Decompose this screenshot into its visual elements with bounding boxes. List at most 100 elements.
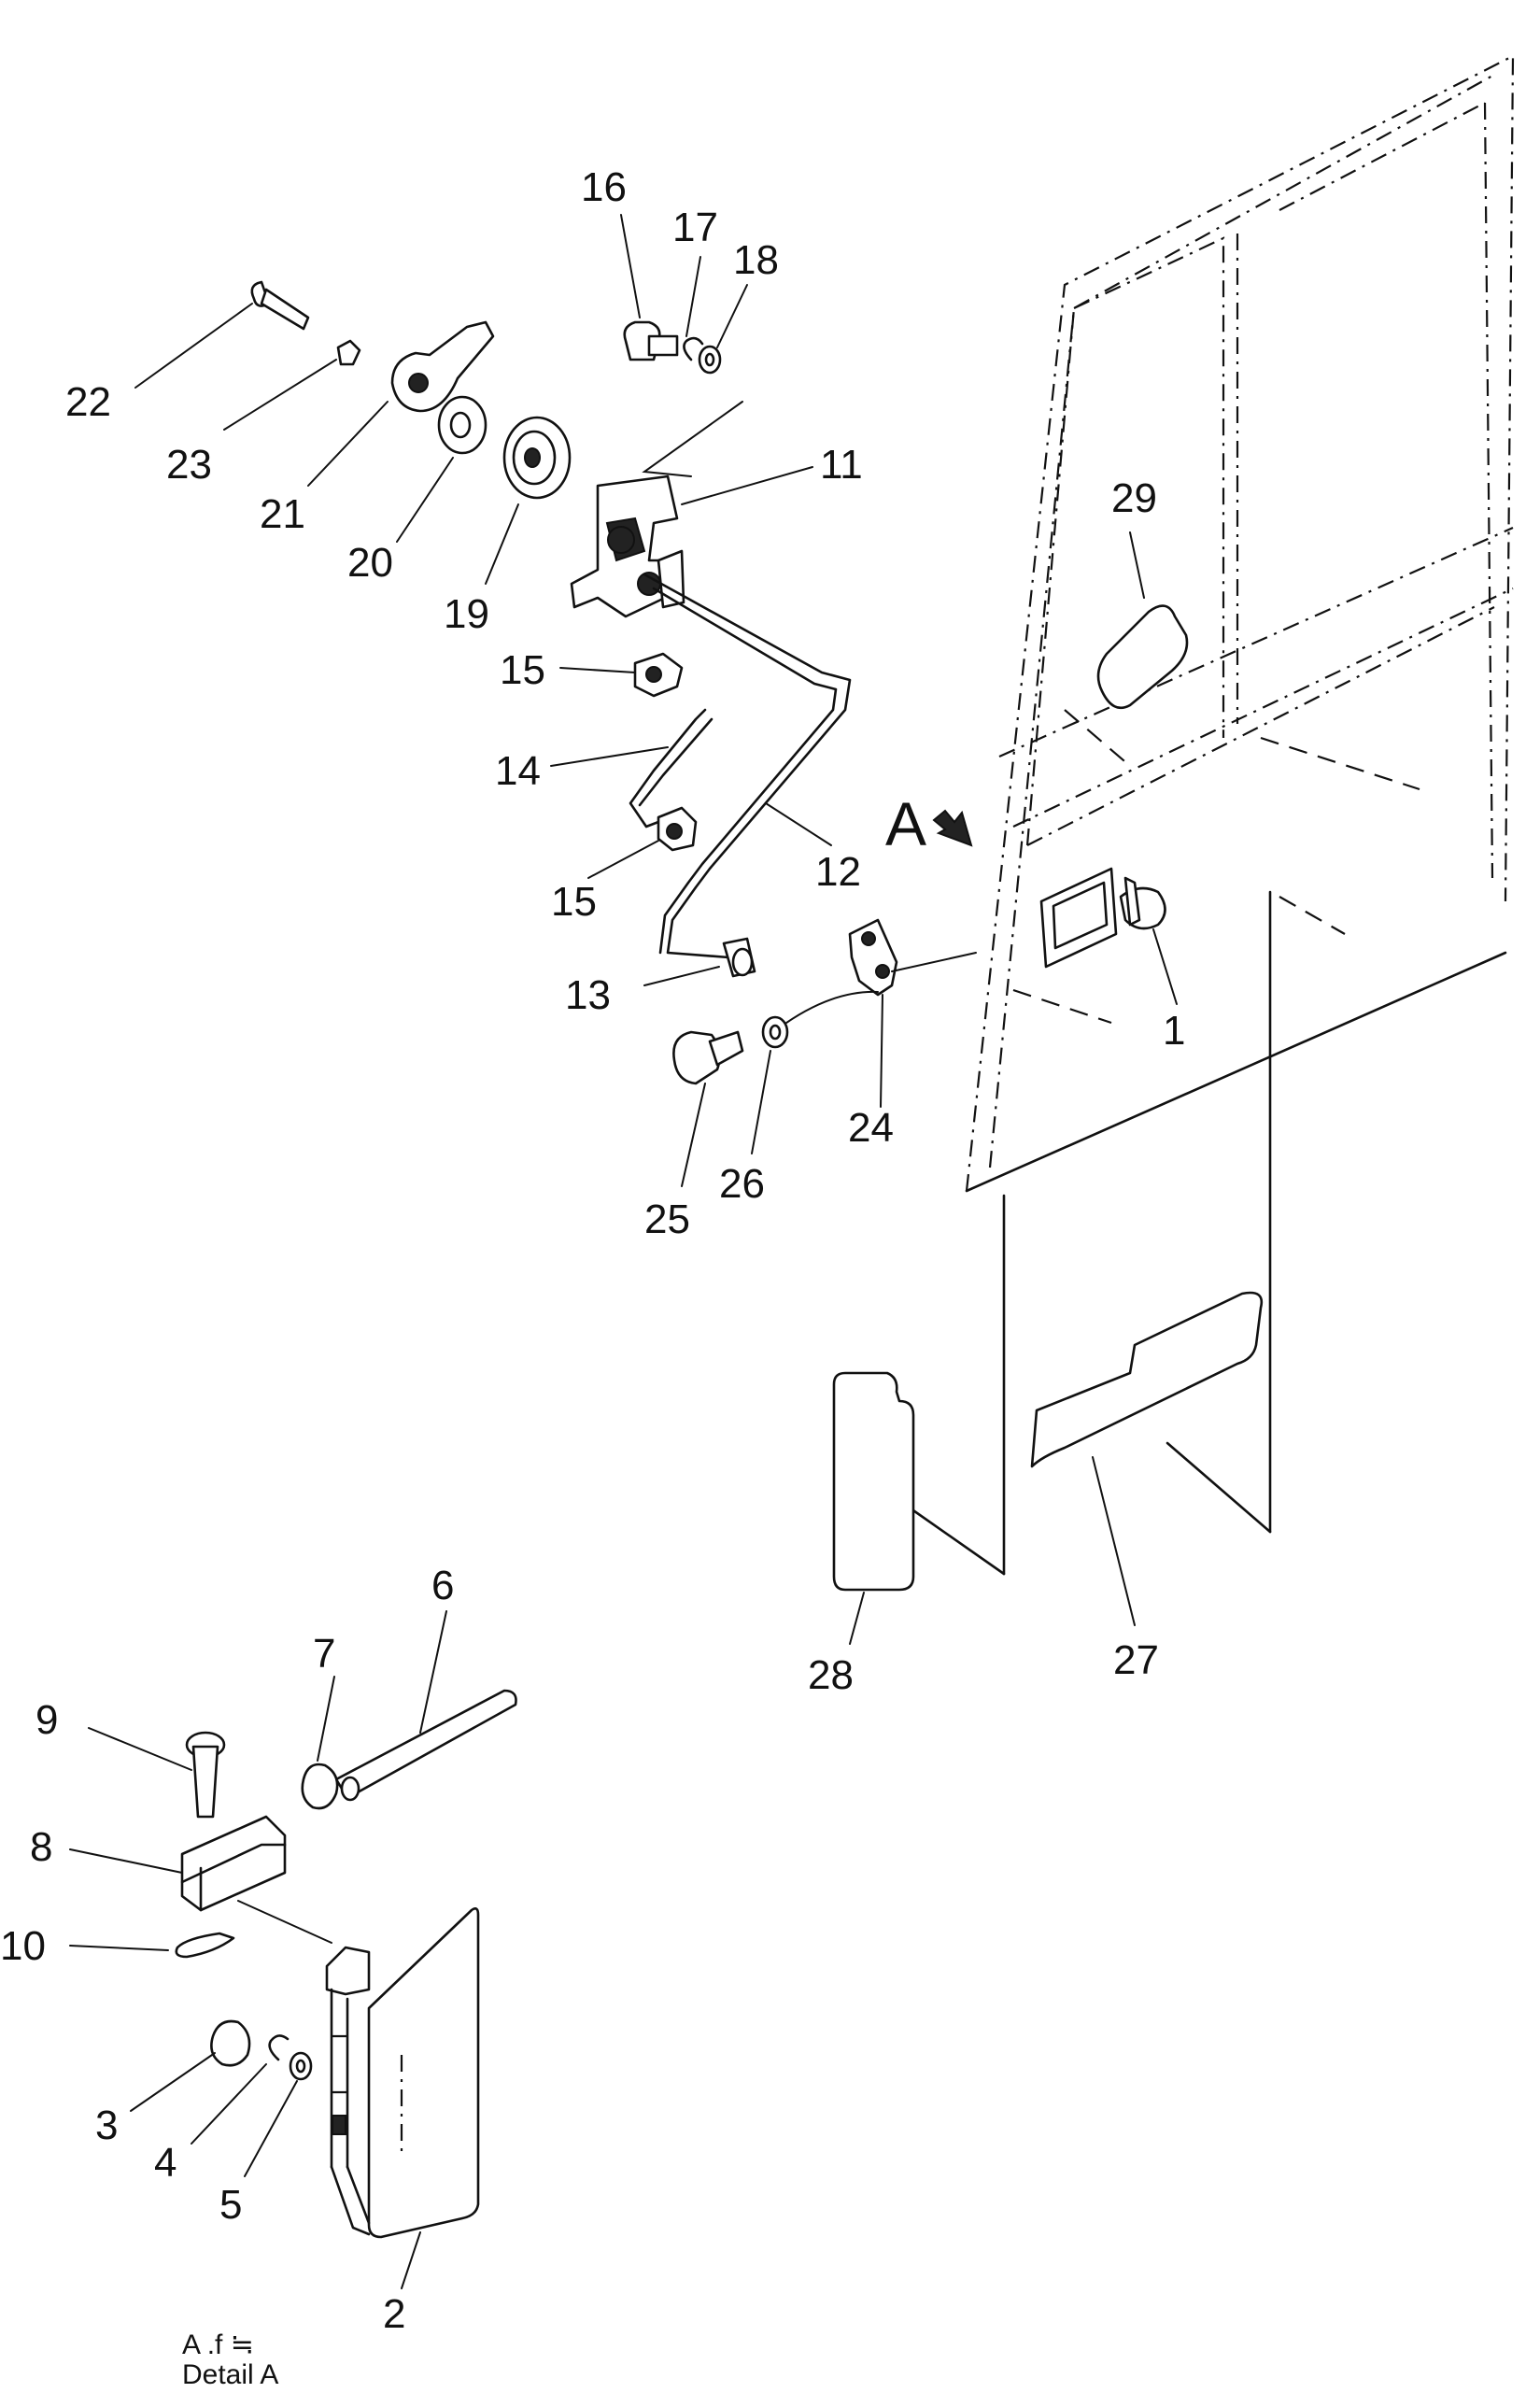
leader-28 bbox=[849, 1592, 865, 1645]
inner-handle-2 bbox=[325, 1907, 480, 2239]
callout-15-upper: 15 bbox=[500, 647, 545, 693]
bolt-25 bbox=[672, 1030, 744, 1085]
leader-17 bbox=[685, 256, 701, 337]
leader-25 bbox=[681, 1083, 706, 1187]
window-pad-29 bbox=[1096, 604, 1189, 710]
door-upper-frame bbox=[965, 54, 1515, 1192]
callout-16: 16 bbox=[581, 164, 627, 210]
detail-arrow bbox=[932, 809, 973, 847]
caption-line-2: Detail A bbox=[182, 2359, 278, 2390]
door-lower-panel bbox=[909, 709, 1507, 1576]
lever-21 bbox=[390, 320, 495, 413]
callout-2: 2 bbox=[383, 2291, 405, 2337]
screw-22 bbox=[250, 280, 310, 331]
callout-17: 17 bbox=[672, 205, 718, 250]
callout-22: 22 bbox=[65, 379, 111, 425]
callout-29: 29 bbox=[1111, 475, 1157, 521]
callout-1: 1 bbox=[1163, 1008, 1185, 1054]
callout-12: 12 bbox=[815, 849, 861, 895]
spring-washer-17 bbox=[683, 336, 704, 361]
leader-26 bbox=[751, 1050, 771, 1154]
wire-26-24 bbox=[779, 990, 879, 1028]
rod-12-b bbox=[652, 587, 838, 955]
leader-6 bbox=[419, 1610, 447, 1734]
seal-20 bbox=[437, 395, 487, 455]
callout-6: 6 bbox=[431, 1563, 454, 1608]
rod-12 bbox=[643, 573, 852, 959]
caption-line-1: A .f ≒ bbox=[182, 2329, 254, 2360]
leader-22 bbox=[134, 303, 253, 389]
wire-24-door bbox=[891, 952, 977, 972]
washer-5-hole bbox=[295, 2059, 306, 2074]
guide-line-8-2 bbox=[237, 1900, 332, 1944]
leader-4 bbox=[191, 2063, 267, 2145]
callout-19: 19 bbox=[444, 591, 489, 637]
callout-24: 24 bbox=[848, 1105, 894, 1151]
bushing-3 bbox=[210, 2019, 251, 2067]
pivot-13 bbox=[722, 937, 756, 978]
leader-27 bbox=[1092, 1456, 1136, 1626]
leader-2 bbox=[401, 2231, 421, 2289]
callout-8: 8 bbox=[30, 1824, 52, 1870]
leader-23 bbox=[223, 359, 337, 431]
leader-15b bbox=[587, 840, 659, 879]
rod-6-end bbox=[340, 1776, 360, 1802]
callout-15-lower: 15 bbox=[551, 879, 597, 925]
spring-washer-4 bbox=[268, 2034, 290, 2061]
leader-3 bbox=[130, 2052, 216, 2112]
leader-9 bbox=[88, 1727, 192, 1771]
leader-5 bbox=[244, 2080, 298, 2177]
leader-16 bbox=[620, 214, 641, 319]
rod-6 bbox=[334, 1689, 517, 1800]
leader-10 bbox=[69, 1945, 169, 1951]
leader-13 bbox=[643, 966, 720, 986]
bolt-16 bbox=[623, 320, 679, 361]
callout-13: 13 bbox=[565, 972, 611, 1018]
callout-3: 3 bbox=[95, 2103, 118, 2148]
leader-12 bbox=[765, 802, 832, 846]
bushing-7 bbox=[301, 1763, 339, 1810]
callout-7: 7 bbox=[313, 1631, 335, 1677]
leader-15a bbox=[559, 667, 636, 673]
washer-26-hole bbox=[769, 1024, 782, 1041]
clip-15-lower bbox=[657, 806, 698, 852]
leader-20 bbox=[396, 457, 454, 543]
leader-18 bbox=[716, 284, 748, 348]
leader-14 bbox=[550, 746, 669, 767]
rod-14 bbox=[629, 708, 707, 828]
callout-25: 25 bbox=[644, 1196, 690, 1242]
leader-8 bbox=[69, 1848, 183, 1874]
rod-14-b bbox=[638, 717, 713, 807]
callout-11: 11 bbox=[820, 442, 863, 488]
leader-1 bbox=[1152, 928, 1178, 1005]
callout-26: 26 bbox=[719, 1161, 765, 1207]
callout-21: 21 bbox=[260, 491, 305, 537]
clip-23 bbox=[336, 339, 361, 366]
detail-marker-label: A bbox=[885, 789, 926, 858]
striker-24 bbox=[848, 918, 898, 997]
callout-27: 27 bbox=[1113, 1637, 1159, 1683]
clevis-8 bbox=[180, 1815, 287, 1912]
leader-11 bbox=[681, 466, 813, 505]
leader-21 bbox=[307, 401, 389, 487]
callout-18: 18 bbox=[733, 237, 779, 283]
callout-10: 10 bbox=[0, 1923, 46, 1969]
leader-7 bbox=[317, 1676, 335, 1762]
callout-5: 5 bbox=[219, 2182, 242, 2228]
callout-28: 28 bbox=[808, 1652, 854, 1698]
clip-15-upper bbox=[633, 652, 684, 698]
washer-18-hole bbox=[704, 352, 715, 367]
pad-28 bbox=[832, 1371, 915, 1592]
leader-24 bbox=[880, 994, 883, 1108]
door-handle-1 bbox=[1039, 867, 1166, 969]
detail-a bbox=[69, 1610, 517, 2289]
callout-4: 4 bbox=[154, 2140, 177, 2186]
callout-14: 14 bbox=[495, 748, 541, 794]
bracket-line-16-11 bbox=[642, 401, 743, 477]
callout-23: 23 bbox=[166, 442, 212, 488]
leader-29 bbox=[1129, 531, 1145, 599]
grommet-19 bbox=[502, 416, 572, 500]
cotter-10 bbox=[175, 1932, 235, 1959]
callout-20: 20 bbox=[347, 540, 393, 586]
